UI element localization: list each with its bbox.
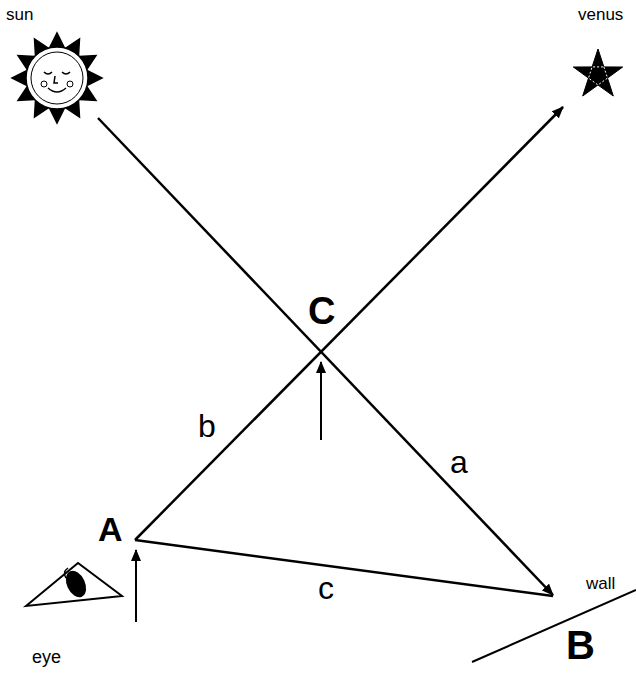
- side-label: c: [318, 572, 334, 604]
- object-label: venus: [578, 6, 623, 23]
- venus-star: [573, 49, 622, 96]
- side-label: b: [198, 410, 216, 442]
- object-label: sun: [6, 6, 33, 23]
- point-label: C: [308, 292, 335, 330]
- point-label: B: [566, 625, 595, 665]
- object-label: wall: [586, 575, 615, 592]
- sun-symbol: [12, 33, 102, 123]
- side-label: a: [450, 446, 468, 478]
- wall-line: [472, 590, 636, 662]
- eye-symbol: [26, 563, 122, 606]
- point-label: A: [98, 512, 123, 546]
- ray-lines: [98, 107, 563, 596]
- pointer-arrows: [136, 362, 321, 622]
- object-label: eye: [32, 648, 61, 666]
